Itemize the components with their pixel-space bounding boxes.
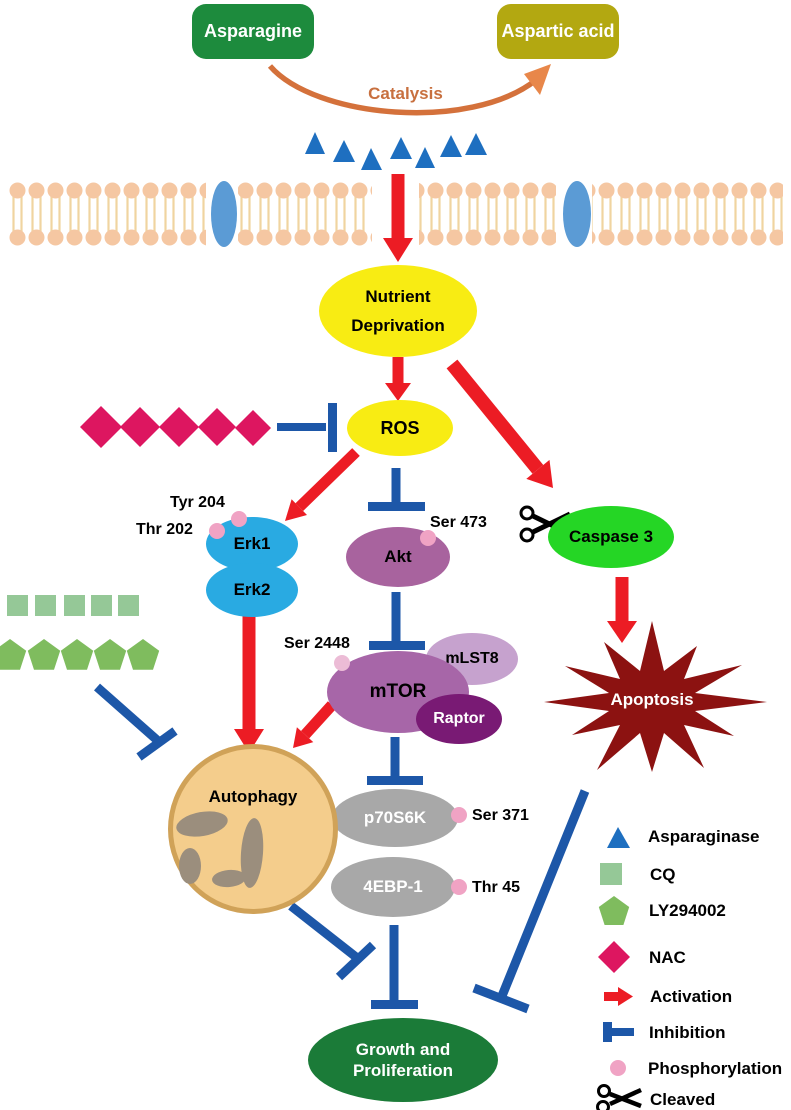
phospho-dot-ser473: [420, 530, 436, 546]
ros-label: ROS: [380, 417, 420, 438]
legend-label-nac: NAC: [649, 948, 686, 967]
cell-membrane: [8, 181, 783, 247]
node-4ebp1: 4EBP-1: [331, 857, 455, 917]
node-p70s6k: p70S6K: [332, 789, 458, 847]
legend-label-cq: CQ: [650, 865, 676, 884]
site-label-tyr204: Tyr 204: [170, 494, 225, 511]
legend-phosphorylation-icon: [610, 1060, 626, 1076]
node-caspase3: Caspase 3: [548, 506, 674, 568]
catalysis-arrow: [267, 64, 551, 116]
site-label-thr45: Thr 45: [472, 879, 521, 896]
autophagy-label: Autophagy: [208, 787, 298, 806]
apoptosis-label: Apoptosis: [610, 690, 694, 709]
mlst8-label: mLST8: [445, 650, 499, 667]
site-label-ser371: Ser 371: [472, 807, 529, 824]
mtor-label: mTOR: [369, 681, 427, 703]
inhibition-bars: [94, 403, 634, 1042]
legend-label-ly294002: LY294002: [649, 901, 726, 920]
legend-cleaved-icon: [596, 1084, 642, 1110]
node-aspartic-acid: Aspartic acid: [497, 4, 619, 59]
node-ros: ROS: [347, 400, 453, 456]
asparaginase-triangles: [305, 132, 630, 848]
node-nutrient-deprivation: Nutrient Deprivation: [319, 265, 477, 357]
growth-line1: Growth and: [355, 1039, 451, 1059]
node-asparagine: Asparagine: [192, 4, 314, 59]
phospho-dot-thr45: [451, 879, 467, 895]
legend-label-cleaved: Cleaved: [650, 1090, 716, 1109]
legend-label-activation: Activation: [650, 987, 733, 1006]
phospho-dot-tyr204: [231, 511, 247, 527]
node-erk1: Erk1: [206, 517, 298, 571]
p70s6k-label: p70S6K: [363, 808, 427, 828]
caspase3-label: Caspase 3: [568, 527, 654, 547]
phospho-dot-ser371: [451, 807, 467, 823]
erk1-label: Erk1: [233, 534, 271, 554]
membrane-channel-proteins: [211, 181, 591, 247]
legend-activation-icon: [604, 987, 633, 1006]
autophagy-vesicle-blob: [179, 848, 201, 884]
node-growth-proliferation: Growth and Proliferation: [308, 1018, 498, 1102]
legend-nac-icon: [598, 941, 630, 973]
apoptosis-starburst: [544, 621, 767, 772]
nutrient-line2: Deprivation: [351, 316, 445, 335]
akt-label: Akt: [384, 547, 412, 567]
ly294002-pentagons: [0, 639, 630, 925]
legend-ly294002-icon: [598, 896, 630, 925]
legend-cq-icon: [600, 863, 622, 885]
site-label-ser2448: Ser 2448: [284, 635, 350, 652]
site-label-thr202: Thr 202: [136, 521, 193, 538]
nutrient-line1: Nutrient: [365, 286, 431, 306]
site-label-ser473: Ser 473: [430, 514, 487, 531]
legend-label-inhibition: Inhibition: [649, 1023, 726, 1042]
node-aspartic-acid-label: Aspartic acid: [501, 21, 615, 41]
node-asparagine-label: Asparagine: [203, 21, 303, 41]
node-raptor: Raptor: [416, 694, 502, 744]
erk2-label: Erk2: [233, 580, 271, 600]
catalysis-label: Catalysis: [368, 84, 443, 103]
activation-arrows: [234, 174, 637, 1006]
legend-inhibition-icon: [603, 1022, 634, 1042]
raptor-label: Raptor: [433, 710, 485, 727]
node-mtor: mTOR: [327, 651, 469, 733]
cq-squares: [7, 595, 622, 885]
legend-label-phosphorylation: Phosphorylation: [648, 1059, 783, 1078]
nac-diamonds: [80, 406, 630, 973]
legend-label-asparaginase: Asparaginase: [648, 827, 760, 846]
phospho-dot-ser2448: [334, 655, 350, 671]
legend-asparaginase-icon: [607, 827, 630, 848]
phospho-dot-thr202: [209, 523, 225, 539]
growth-line2: Proliferation: [352, 1061, 454, 1080]
node-erk2: Erk2: [206, 563, 298, 617]
4ebp1-label: 4EBP-1: [363, 877, 423, 897]
